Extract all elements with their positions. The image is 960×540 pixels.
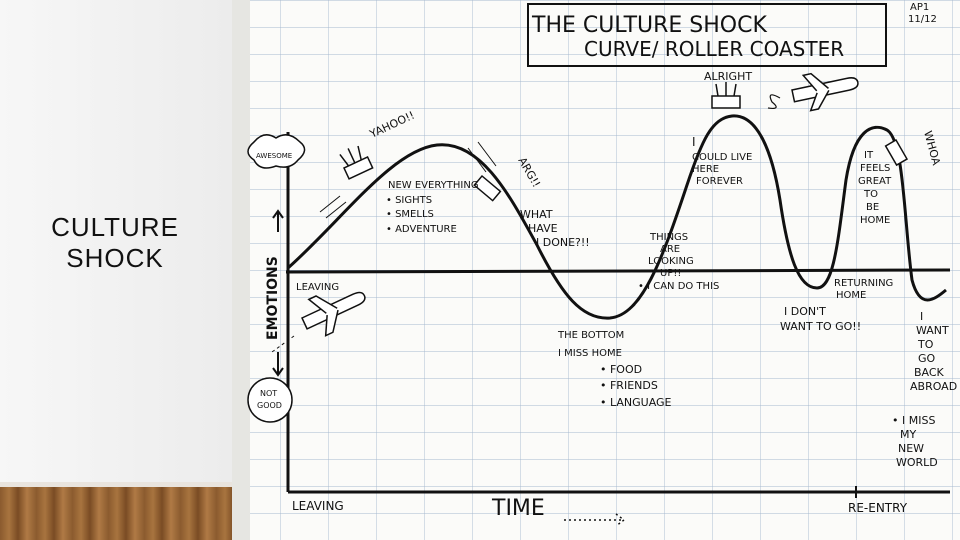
roller-car-icon [711,82,741,109]
awesome-cloud-icon [247,134,306,169]
note-line: MY [900,428,916,441]
note-line: COULD LIVE [692,152,752,163]
note-line: WANT [916,324,949,337]
slide-title: CULTURE SHOCK [51,212,179,273]
plane-wings [307,295,339,337]
arrow-down-icon [272,352,284,377]
note-smells: • SMELLS [386,209,434,220]
roller-car-icon [339,145,374,180]
arrow-up-icon [272,209,284,232]
note-things-looking-up: THINGS ARE LOOKING UP!! [648,232,697,279]
raised-arms [339,145,362,167]
note-line: WANT TO GO!! [780,320,861,333]
note-line: I [920,310,923,323]
title-box [527,3,887,67]
car-body [711,95,741,109]
note-returning-home: RETURNING HOME [834,278,897,301]
airplane-icon [791,72,859,112]
note-could-live-here: I COULD LIVE HERE FOREVER [692,135,756,187]
note-line: TO [863,189,878,200]
note-food: • FOOD [600,363,642,376]
baseline-leaving-label: LEAVING [296,282,339,293]
note-language: • LANGUAGE [600,396,672,409]
motion-lines [319,195,347,219]
note-line: RETURNING [834,278,893,289]
plane-wings [801,72,830,112]
plane-body [301,291,366,330]
note-line: BACK [914,366,945,379]
airplane-icon [301,291,366,337]
plane-body [791,77,859,103]
sketch-title-line2: CURVE/ ROLLER COASTER [584,37,844,61]
note-line: I DONE?!! [536,236,590,249]
y-axis-label: EMOTIONS [265,256,281,340]
note-miss-new-world: • I MISS MY NEW WORLD [892,414,939,469]
x-axis-label: TIME [491,496,545,521]
note-want-to-go-back: I WANT TO GO BACK ABROAD [910,310,957,393]
date-line: AP1 [910,2,929,13]
note-what-have-i-done: WHAT HAVE I DONE?!! [520,208,590,249]
note-i-dont-want-to-go: I DON'T WANT TO GO!! [780,305,861,333]
note-line: ABROAD [910,380,957,393]
flight-path [271,335,295,353]
note-miss-home: I MISS HOME [558,348,622,359]
note-bottom: THE BOTTOM [557,330,624,341]
note-line: LOOKING [648,256,694,267]
note-line: FEELS [860,163,890,174]
badge-line: GOOD [257,401,282,410]
swirl-icon [767,94,781,109]
note-line: NEW [898,442,924,455]
note-line: • I MISS [892,414,935,427]
note-sights: • SIGHTS [386,195,432,206]
car-body [473,174,502,202]
note-line: HOME [836,290,866,301]
note-line: I DON'T [784,305,826,318]
note-line: WORLD [896,456,938,469]
note-line: WHAT [520,208,553,221]
note-adventure: • ADVENTURE [386,224,457,235]
note-line: HAVE [528,222,558,235]
culture-shock-curve [287,114,947,320]
baseline [285,268,951,274]
note-line: IT [864,150,874,161]
note-i-can-do-this: • I CAN DO THIS [638,281,719,292]
note-line: FOREVER [696,176,743,187]
sketch-date: AP1 11/12 [908,2,937,25]
note-line: ARE [660,244,680,255]
roller-car-icon [884,138,909,167]
note-line: BE [866,202,879,213]
note-line: GO [918,352,936,365]
note-line: THINGS [649,232,688,243]
y-top-badge: AWESOME [256,152,292,160]
note-line: I [692,135,696,149]
slide-left-panel [0,0,232,540]
note-line: HERE [692,164,719,175]
not-good-cloud-icon [247,377,293,423]
note-friends: • FRIENDS [600,379,658,392]
x-reentry-label: RE-ENTRY [848,501,908,515]
note-line: GREAT [858,176,892,187]
raised-arms [715,82,737,97]
motion-lines [467,141,497,173]
note-line: HOME [860,215,890,226]
note-line: UP!! [660,268,681,279]
sketch-canvas: AP1 11/12 THE CULTURE SHOCK CURVE/ ROLLE… [232,0,960,540]
y-bottom-badge: NOT GOOD [257,389,282,410]
badge-line: NOT [260,389,277,398]
car-body [884,138,909,167]
note-it-feels-great: IT FEELS GREAT TO BE HOME [858,150,894,226]
note-new-everything: NEW EVERYTHING [388,180,479,191]
roller-car-icon [473,174,502,202]
sketch-title-line1: THE CULTURE SHOCK [531,13,767,38]
x-leaving-label: LEAVING [292,499,344,513]
hand-drawn-sketch-photo: AP1 11/12 THE CULTURE SHOCK CURVE/ ROLLE… [232,0,960,540]
car-body [343,156,374,180]
note-line: TO [917,338,934,351]
paper-binding-edge [232,0,250,540]
note-alright: ALRIGHT [704,70,752,83]
time-arrow-icon [564,513,626,527]
wood-floor-image [0,482,232,540]
date-line: 11/12 [908,14,937,25]
